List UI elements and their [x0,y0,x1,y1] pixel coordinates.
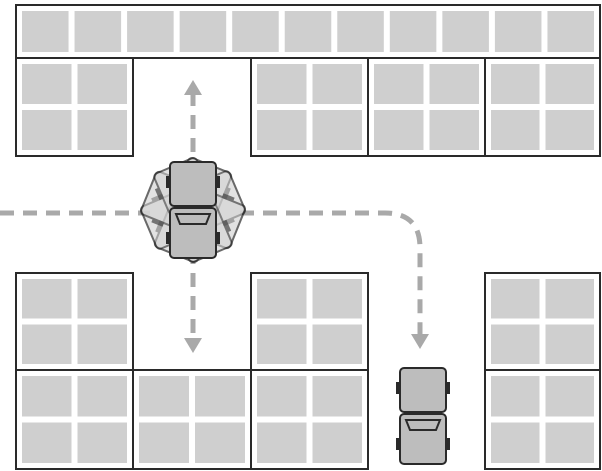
shelf-block-lower-left-top [16,273,133,370]
shelf-cell [195,423,245,464]
arrow-down-icon [184,338,202,353]
shelf-cell [22,279,72,319]
shelf-cell [491,110,540,150]
shelf-cell [285,11,332,52]
shelf-cell [257,376,307,417]
robot-parked [396,368,450,464]
shelf-cell [257,279,307,319]
shelf-cell [257,325,307,365]
shelf-block-bottom-3 [251,370,368,469]
shelf-cell [374,110,424,150]
shelf-cell [78,423,128,464]
shelf-cell [491,279,540,319]
shelf-block-upper-left [16,58,133,156]
shelf-cell [257,110,307,150]
shelf-block-upper-mid-2 [368,58,485,156]
shelf-cell [546,325,595,365]
shelf-cell [491,325,540,365]
shelf-cell [195,376,245,417]
shelf-cell [127,11,174,52]
shelf-layer [16,5,600,469]
shelf-cell [180,11,227,52]
shelf-block-lower-right-bottom [485,370,600,469]
shelf-cell [78,325,128,365]
shelf-cell [75,11,122,52]
robot-rotating [138,155,247,264]
shelf-cell [546,376,595,417]
shelf-cell [232,11,279,52]
shelf-cell [546,279,595,319]
shelf-cell [313,64,363,104]
shelf-cell [337,11,384,52]
shelf-cell [257,64,307,104]
shelf-cell [547,11,594,52]
arrow-turn-down-icon [411,334,429,349]
shelf-cell [22,376,72,417]
shelf-cell [442,11,489,52]
arrow-up-icon [184,80,202,95]
shelf-cell [491,376,540,417]
shelf-cell [491,423,540,464]
shelf-cell [390,11,437,52]
shelf-block-bottom-1 [16,370,133,469]
shelf-block-top-row [16,5,600,58]
robot-parked-body [396,368,450,464]
shelf-cell [22,325,72,365]
shelf-cell [313,423,363,464]
robot-cab [400,368,446,412]
shelf-block-lower-mid-top [251,273,368,370]
shelf-cell [139,423,189,464]
shelf-block-upper-mid-1 [251,58,368,156]
shelf-cell [78,279,128,319]
shelf-cell [546,110,595,150]
shelf-cell [546,64,595,104]
shelf-cell [313,110,363,150]
shelf-cell [22,423,72,464]
shelf-cell [22,11,69,52]
shelf-cell [374,64,424,104]
shelf-cell [313,376,363,417]
shelf-cell [313,325,363,365]
shelf-cell [78,64,128,104]
shelf-cell [313,279,363,319]
shelf-cell [257,423,307,464]
shelf-cell [430,64,480,104]
shelf-cell [78,376,128,417]
shelf-cell [22,110,72,150]
shelf-cell [430,110,480,150]
robot-solid [166,162,220,258]
shelf-cell [495,11,542,52]
shelf-cell [546,423,595,464]
shelf-cell [78,110,128,150]
shelf-block-lower-right-top [485,273,600,370]
shelf-cell [22,64,72,104]
shelf-block-upper-right [485,58,600,156]
shelf-cell [139,376,189,417]
robot-cab [170,162,216,206]
shelf-cell [491,64,540,104]
shelf-block-bottom-2 [133,370,251,469]
